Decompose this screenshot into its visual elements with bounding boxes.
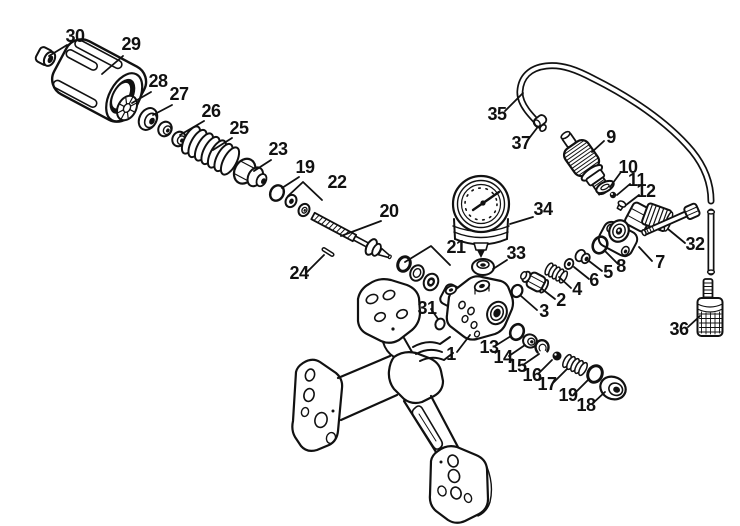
- part-label-22: 22: [327, 172, 347, 192]
- manifold-casting-drawing: [291, 278, 493, 524]
- part-label-24: 24: [289, 263, 309, 283]
- part-label-15: 15: [507, 356, 527, 376]
- part-label-19-left: 19: [295, 157, 315, 177]
- part-15-cup-washer-drawing: [534, 339, 550, 354]
- part-label-6: 6: [589, 270, 599, 290]
- part-18-cap-nut-drawing: [599, 375, 627, 401]
- part-label-7: 7: [655, 252, 665, 272]
- part-label-1: 1: [446, 344, 456, 364]
- part-17-spring-drawing: [562, 353, 588, 377]
- part-labels: 1 2 3 4 5 6 7 8 9 10 11 12 13 14 15 16 1…: [65, 26, 705, 415]
- part-label-29: 29: [121, 34, 141, 54]
- pressure-gauge-drawing: [451, 174, 511, 258]
- part-label-18: 18: [576, 395, 596, 415]
- part-label-14: 14: [493, 347, 513, 367]
- part-27-washer-drawing: [137, 107, 159, 131]
- part-30-cap-nut-drawing: [34, 46, 57, 67]
- part-31-oring-drawing: [434, 317, 446, 331]
- part-label-31: 31: [417, 298, 437, 318]
- part-25-spring-drawing: [180, 125, 241, 176]
- part-label-12: 12: [636, 181, 656, 201]
- part-label-10: 10: [618, 157, 638, 177]
- part-label-32: 32: [685, 234, 705, 254]
- part-label-37: 37: [511, 133, 531, 153]
- part-label-33: 33: [506, 243, 526, 263]
- part-6-washer-drawing: [563, 258, 575, 270]
- part-label-11: 11: [628, 170, 647, 190]
- part-label-34: 34: [533, 199, 553, 219]
- part-label-28: 28: [148, 71, 168, 91]
- part-23-seat-fitting-drawing: [232, 157, 268, 188]
- part-label-9: 9: [606, 127, 616, 147]
- part-label-8: 8: [616, 256, 626, 276]
- part-12-plug-screw-drawing: [616, 200, 627, 211]
- part-label-4: 4: [572, 279, 582, 299]
- part-label-36: 36: [669, 319, 689, 339]
- part-28-star-washer-drawing: [115, 94, 139, 122]
- inlet-strainer-drawing: [696, 278, 724, 337]
- part-label-35: 35: [487, 104, 507, 124]
- part-label-2: 2: [556, 290, 566, 310]
- part-label-17: 17: [537, 374, 557, 394]
- part-label-19-right: 19: [558, 385, 578, 405]
- hose-clip-drawing: [532, 114, 548, 128]
- part-label-13: 13: [479, 337, 499, 357]
- part-label-27: 27: [169, 84, 189, 104]
- leader-lines: [48, 44, 701, 405]
- part-label-26: 26: [201, 101, 221, 121]
- part-label-16: 16: [522, 365, 542, 385]
- part-16-ball-drawing: [552, 351, 562, 361]
- tube-segment-drawing: [706, 208, 716, 276]
- part-21-washers-drawing: [396, 255, 440, 292]
- part-5-seat-drawing: [574, 248, 591, 265]
- part-22-washers-drawing: [284, 193, 311, 218]
- part-1-valve-body-drawing: [439, 275, 515, 341]
- part-19-oring-right-drawing: [586, 364, 604, 384]
- part-14-seat-washer-drawing: [522, 333, 538, 349]
- part-label-20: 20: [379, 201, 399, 221]
- part-7-valve-fitting-drawing: [597, 201, 674, 258]
- part-32-bolt-drawing: [641, 202, 701, 237]
- part-8-oring-drawing: [591, 235, 609, 255]
- part-33-nut-drawing: [471, 258, 495, 276]
- part-3-oring-drawing: [510, 283, 524, 299]
- part-11-ball-drawing: [609, 191, 617, 199]
- part-19-oring-left-drawing: [268, 184, 286, 202]
- part-label-25: 25: [229, 118, 249, 138]
- part-label-30: 30: [65, 26, 85, 46]
- part-label-23: 23: [268, 139, 288, 159]
- part-label-21: 21: [446, 237, 466, 257]
- part-24-pin-drawing: [321, 247, 335, 257]
- part-label-3: 3: [539, 301, 549, 321]
- part-13-oring-drawing: [508, 322, 526, 342]
- part-label-5: 5: [603, 262, 613, 282]
- gauge-needle: [471, 190, 501, 212]
